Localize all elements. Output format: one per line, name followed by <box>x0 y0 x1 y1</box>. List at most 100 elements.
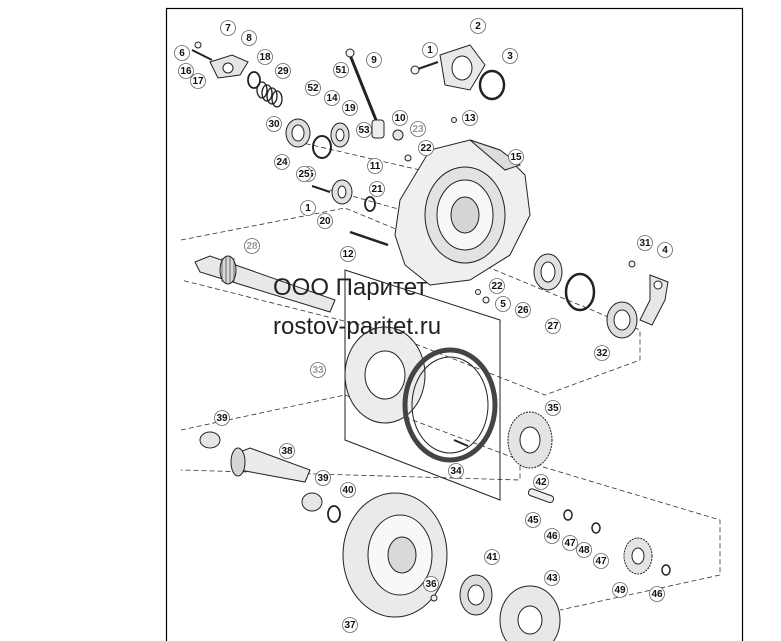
callout-circle <box>525 512 541 528</box>
callout-number: 28 <box>246 241 258 252</box>
clutch-group-frame <box>344 269 501 501</box>
callout-17: 17 <box>190 73 206 89</box>
callout-51: 51 <box>333 62 349 78</box>
callout-circle <box>418 140 434 156</box>
callout-45: 45 <box>525 512 541 528</box>
callout-number: 39 <box>216 413 228 424</box>
callout-42: 42 <box>533 474 549 490</box>
callout-circle <box>342 617 358 633</box>
shaft-group <box>194 253 669 339</box>
callout-number: 22 <box>420 143 432 154</box>
callout-number: 42 <box>535 477 547 488</box>
callout-circle <box>342 100 358 116</box>
callout-number: 9 <box>371 55 377 66</box>
callout-number: 39 <box>317 473 329 484</box>
callout-circle <box>214 410 230 426</box>
callout-number: 1 <box>427 45 433 56</box>
callout-circle <box>266 116 282 132</box>
callout-49: 49 <box>612 582 628 598</box>
watermark-company: ООО Паритет <box>273 274 427 301</box>
callout-number: 27 <box>547 321 559 332</box>
callout-7: 7 <box>220 20 236 36</box>
callout-circle <box>315 470 331 486</box>
callout-number: 29 <box>277 66 289 77</box>
callout-number: 5 <box>500 299 506 310</box>
callout-circle <box>562 535 578 551</box>
callout-39: 39 <box>315 470 331 486</box>
callout-number: 16 <box>180 66 192 77</box>
callout-number: 30 <box>268 119 280 130</box>
callout-circle <box>324 90 340 106</box>
callout-3: 3 <box>502 48 518 64</box>
callout-number: 6 <box>179 48 185 59</box>
callout-number: 47 <box>564 538 576 549</box>
callout-circle <box>594 345 610 361</box>
callout-number: 40 <box>342 485 354 496</box>
callout-circle <box>279 443 295 459</box>
callout-circle <box>462 110 478 126</box>
callout-circle <box>178 63 194 79</box>
callout-16: 16 <box>178 63 194 79</box>
callout-31: 31 <box>637 235 653 251</box>
callout-21: 21 <box>369 181 385 197</box>
callout-number: 2 <box>475 21 481 32</box>
callout-41: 41 <box>484 549 500 565</box>
callout-circle <box>333 62 349 78</box>
callout-28: 28 <box>244 238 260 254</box>
callout-number: 24 <box>276 157 288 168</box>
callout-number: 7 <box>225 23 231 34</box>
callout-27: 27 <box>545 318 561 334</box>
callout-circle <box>489 278 505 294</box>
callout-46: 46 <box>649 586 665 602</box>
callout-circle <box>340 482 356 498</box>
callout-number: 11 <box>370 161 381 172</box>
callout-29: 29 <box>275 63 291 79</box>
callout-43: 43 <box>544 570 560 586</box>
callout-1: 1 <box>422 42 438 58</box>
callout-circle <box>174 45 190 61</box>
callout-number: 35 <box>547 403 559 414</box>
callout-number: 51 <box>335 65 347 76</box>
callout-number: 22 <box>491 281 503 292</box>
callout-18: 18 <box>257 49 273 65</box>
callout-number: 53 <box>358 125 370 136</box>
callout-number: 3 <box>507 51 513 62</box>
callout-number: 31 <box>639 238 651 249</box>
callout-number: 25 <box>298 169 310 180</box>
callout-circle <box>392 110 408 126</box>
callout-6: 6 <box>174 45 190 61</box>
callout-number: 38 <box>281 446 293 457</box>
watermark: ООО Паритет rostov-paritet.ru <box>273 274 441 340</box>
callout-circle <box>310 362 326 378</box>
callout-12: 12 <box>340 246 356 262</box>
callout-52: 52 <box>305 80 321 96</box>
callout-circle <box>448 463 464 479</box>
callout-circle <box>657 242 673 258</box>
callout-circle <box>241 30 257 46</box>
callout-circle <box>544 570 560 586</box>
callout-number: 13 <box>464 113 476 124</box>
callout-circle <box>274 154 290 170</box>
callout-33: 33 <box>310 362 326 378</box>
callout-circle <box>637 235 653 251</box>
callout-circle <box>317 213 333 229</box>
callout-34: 34 <box>448 463 464 479</box>
callout-number: 12 <box>342 249 354 260</box>
watermark-url: rostov-paritet.ru <box>273 313 441 340</box>
callout-53: 53 <box>356 122 372 138</box>
callout-15: 15 <box>508 149 524 165</box>
callout-number: 8 <box>246 33 252 44</box>
callout-25: 25 <box>296 166 312 182</box>
callout-24: 24 <box>274 154 290 170</box>
callout-11: 11 <box>367 158 383 174</box>
callout-14: 14 <box>324 90 340 106</box>
callout-number: 34 <box>450 466 462 477</box>
callout-number: 19 <box>344 103 356 114</box>
callout-48: 48 <box>576 542 592 558</box>
callout-22: 22 <box>489 278 505 294</box>
callout-5: 5 <box>495 296 511 312</box>
lower-group <box>199 431 671 641</box>
callout-circle <box>576 542 592 558</box>
callout-2: 2 <box>470 18 486 34</box>
callout-circle <box>515 302 531 318</box>
